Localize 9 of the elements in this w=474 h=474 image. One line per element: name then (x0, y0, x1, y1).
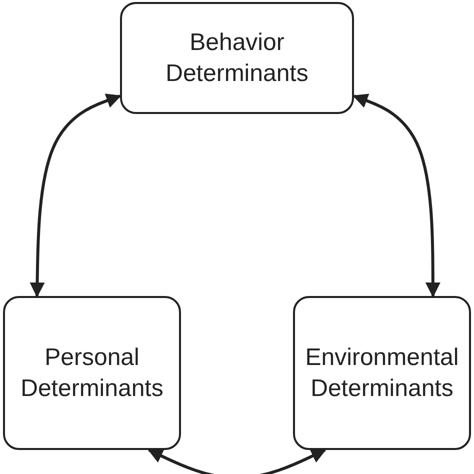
box-label: Personal Determinants (20, 342, 164, 404)
rounded-box (3, 296, 181, 450)
rounded-box (120, 2, 354, 114)
box-label: Environmental Determinants (304, 342, 460, 404)
double-headed-arrow (352, 94, 440, 298)
rounded-box (293, 296, 471, 450)
double-headed-arrow (148, 448, 326, 474)
double-headed-arrow (30, 94, 122, 298)
box-label: Behavior Determinants (164, 28, 310, 89)
